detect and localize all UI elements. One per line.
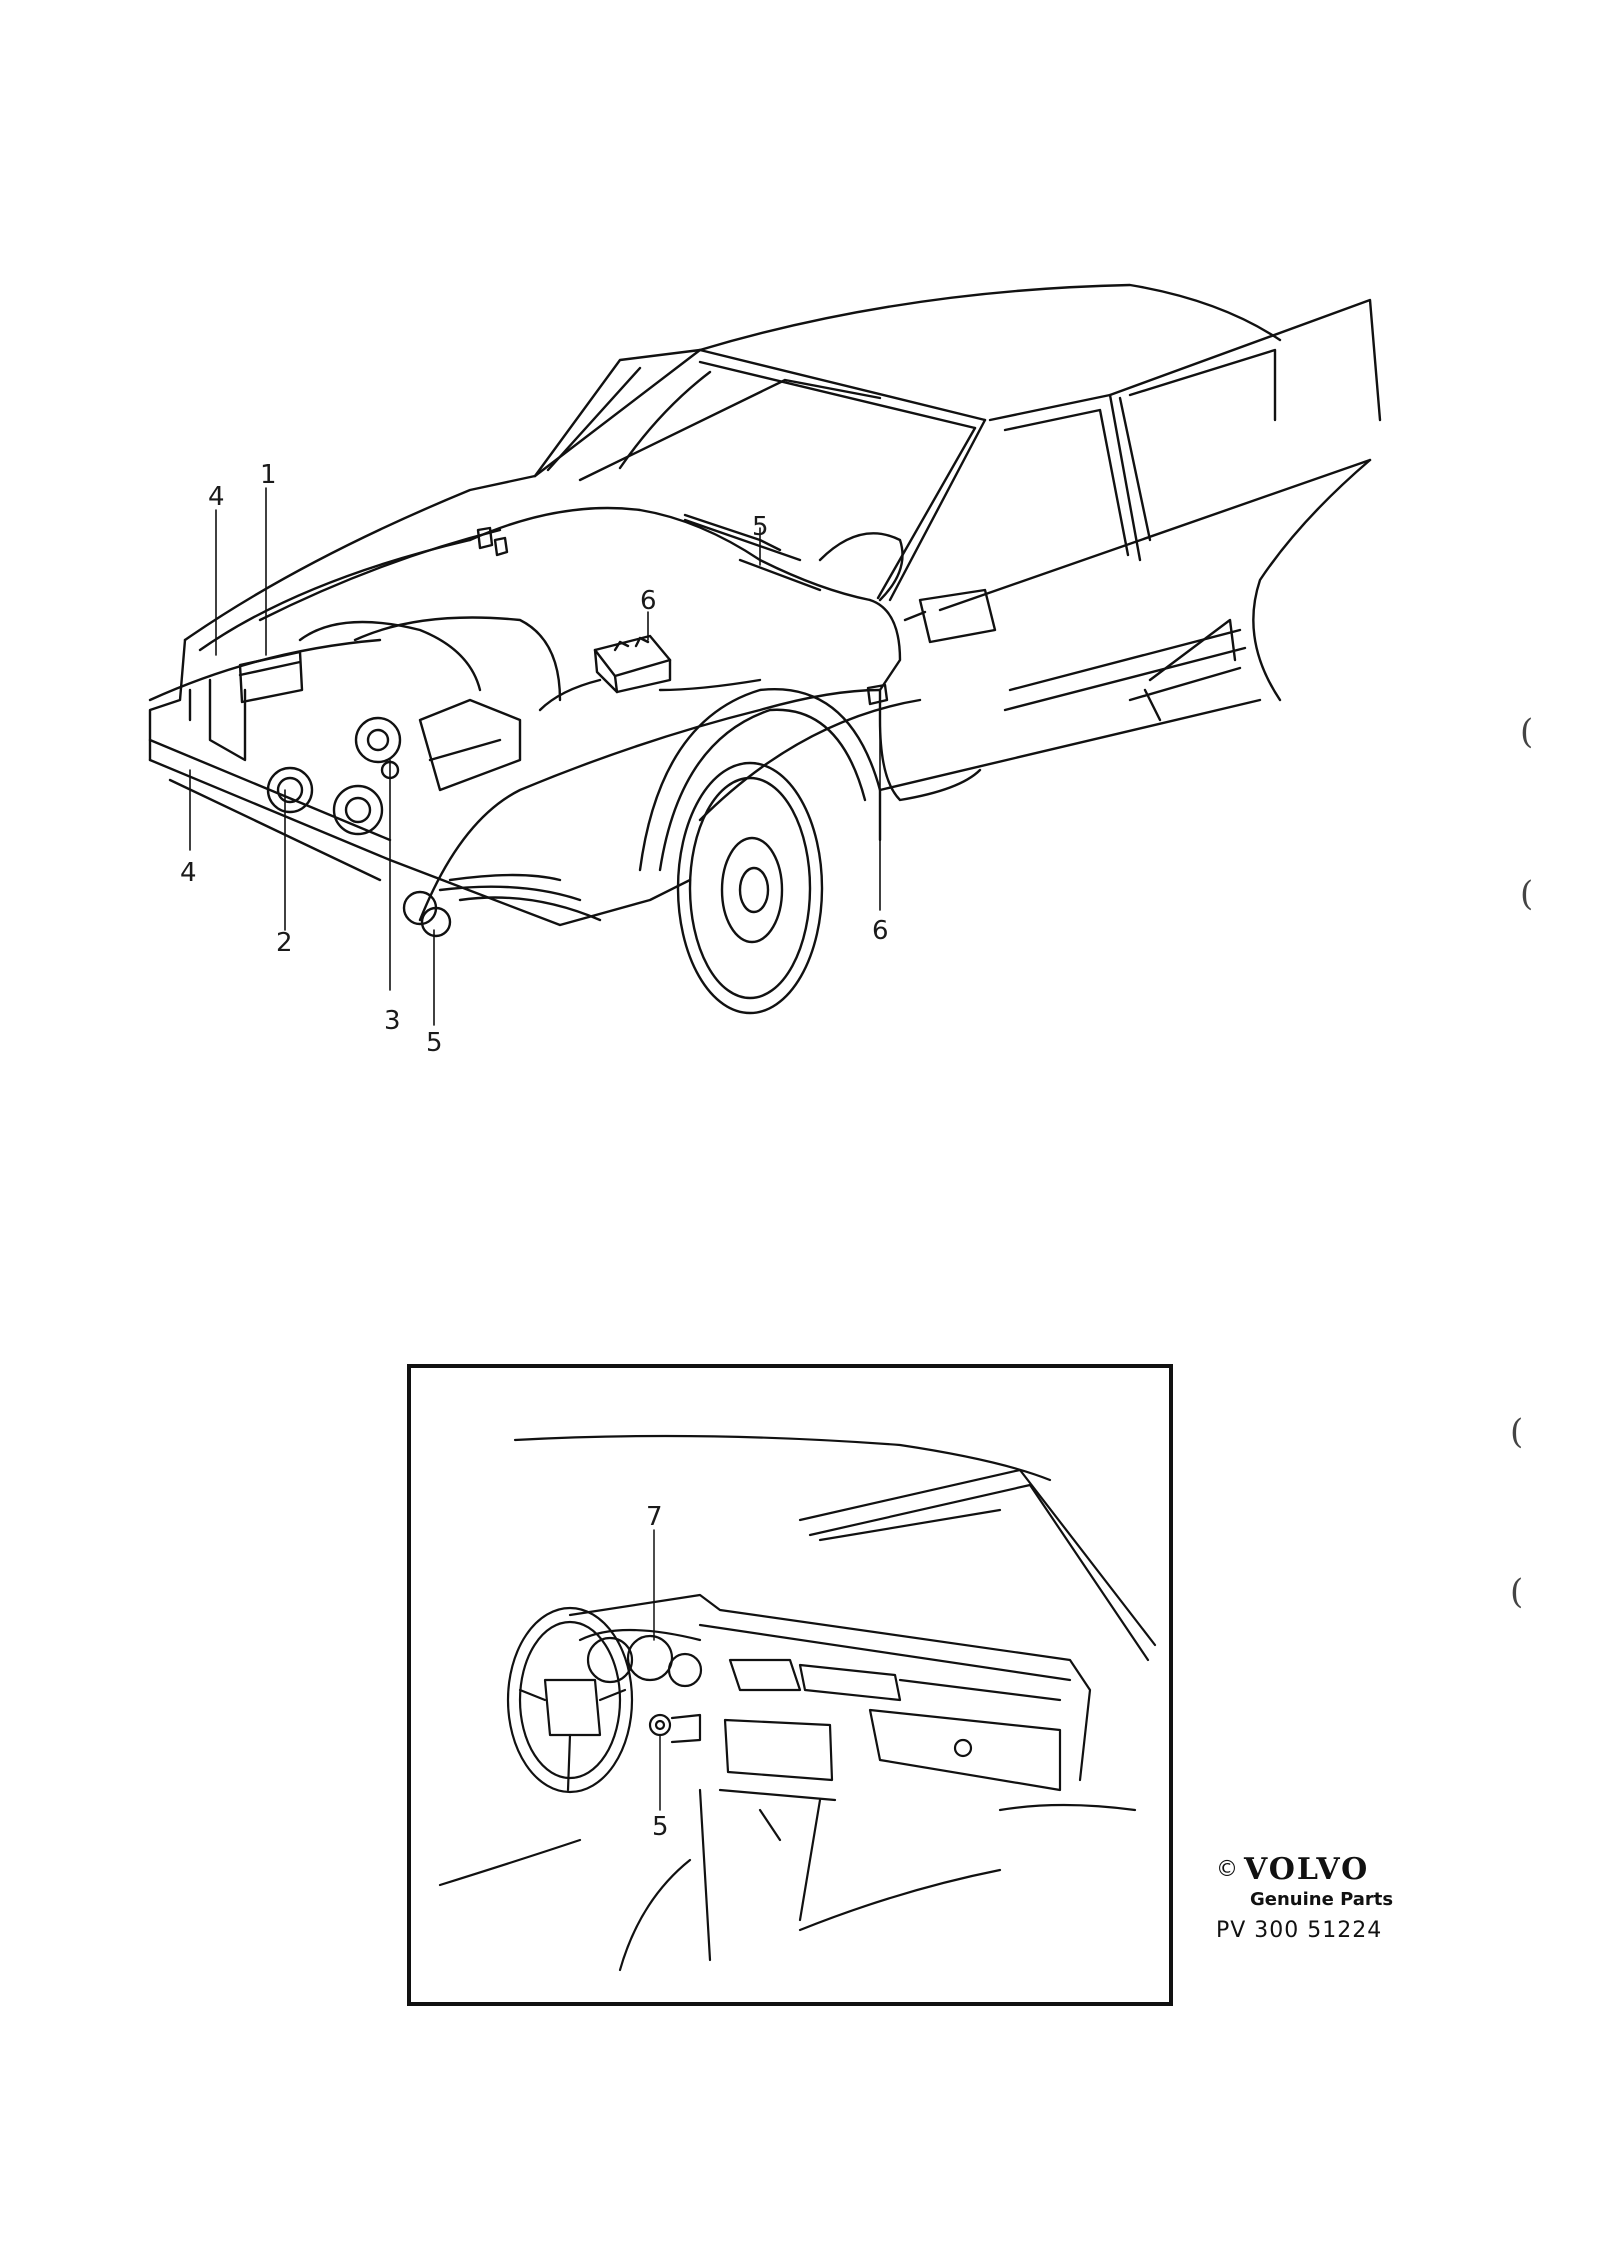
callout-4-top: 4 — [208, 482, 225, 512]
interior-detail-inset — [407, 1364, 1173, 2006]
copyright-symbol: © — [1216, 1857, 1238, 1882]
callout-4-bottom: 4 — [180, 858, 197, 888]
callout-6-relay: 6 — [640, 586, 657, 616]
margin-mark: ( — [1510, 1412, 1524, 1452]
callout-3: 3 — [384, 1006, 401, 1036]
callout-1: 1 — [260, 460, 277, 490]
callout-7: 7 — [646, 1502, 663, 1532]
margin-mark: ( — [1510, 1572, 1524, 1612]
brand-block: © VOLVO Genuine Parts PV 300 51224 — [1216, 1852, 1393, 1943]
callout-5-inset: 5 — [652, 1812, 669, 1842]
brand-tagline: Genuine Parts — [1250, 1889, 1394, 1910]
volvo-logo: VOLVO — [1244, 1852, 1370, 1887]
callout-5-front: 5 — [426, 1028, 443, 1058]
margin-mark: ( — [1520, 874, 1534, 914]
callout-5-wiper: 5 — [752, 512, 769, 542]
part-code: PV 300 51224 — [1216, 1918, 1383, 1943]
callout-6-side: 6 — [872, 916, 889, 946]
margin-mark: ( — [1520, 712, 1534, 752]
callout-2: 2 — [276, 928, 293, 958]
